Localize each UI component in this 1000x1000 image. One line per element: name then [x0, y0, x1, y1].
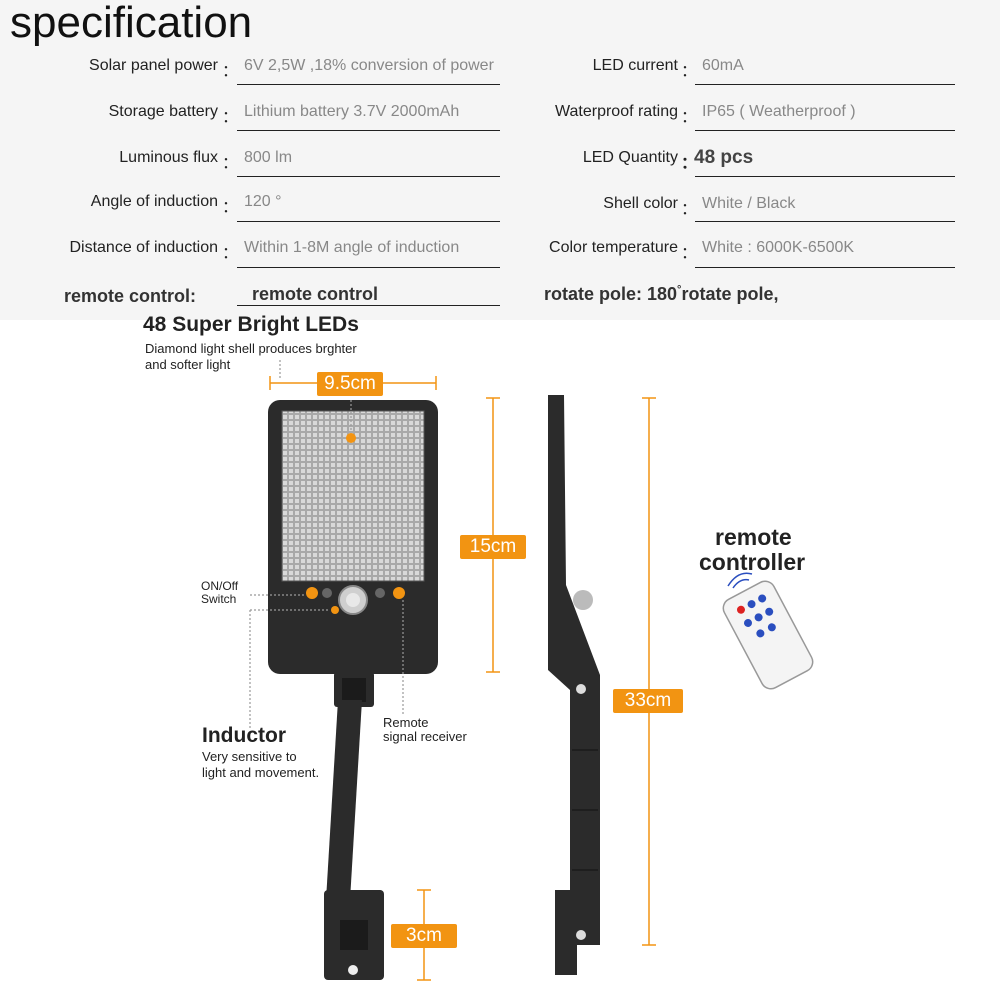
- lamp-front-view: [268, 400, 438, 980]
- leds-desc-line-1: Diamond light shell produces brghter: [145, 341, 357, 356]
- spec-label: Distance of induction: [69, 239, 218, 256]
- spec-underline: [695, 130, 955, 131]
- spec-colon: ：: [222, 199, 239, 216]
- bracket-dimension-label: 3cm: [391, 924, 457, 948]
- rotate-pole-spec: rotate pole: 180°rotate pole,: [544, 284, 778, 305]
- receiver-label-line-2: signal receiver: [383, 729, 467, 744]
- spec-value: White / Black: [702, 195, 796, 212]
- spec-colon: ：: [681, 63, 698, 80]
- inductor-marker: [331, 606, 339, 614]
- spec-label: Solar panel power: [89, 57, 218, 74]
- spec-label: Color temperature: [549, 239, 678, 256]
- page-title: specification: [10, 0, 253, 47]
- spec-value: Lithium battery 3.7V 2000mAh: [244, 103, 460, 120]
- remote-controller-image: [722, 580, 814, 690]
- spec-underline: [695, 221, 955, 222]
- pir-sensor-inner: [346, 593, 360, 607]
- inductor-desc-line-2: light and movement.: [202, 765, 320, 780]
- receiver-icon: [393, 587, 405, 599]
- spec-underline: [695, 267, 955, 268]
- spec-value: White : 6000K-6500K: [702, 239, 855, 256]
- spec-label: Waterproof rating: [554, 103, 678, 120]
- indicator-dot: [375, 588, 385, 598]
- spec-value: 6V 2,5W ,18% conversion of power: [244, 57, 494, 74]
- switch-label-line-2: Switch: [201, 592, 237, 606]
- side-bracket: [555, 890, 577, 975]
- rotate-pole-label: rotate pole: 180: [544, 284, 678, 304]
- spec-value: 800 lm: [244, 149, 293, 166]
- leds-title: 48 Super Bright LEDs: [143, 313, 359, 336]
- rotate-pole-value: rotate pole,: [681, 284, 779, 304]
- leds-desc-line-2: and softer light: [145, 357, 231, 372]
- spec-colon: ：: [222, 245, 239, 262]
- remote-control-value: remote control: [252, 284, 379, 304]
- spec-colon: ：: [222, 155, 239, 172]
- spec-label: LED current: [592, 57, 678, 74]
- spec-colon: ：: [681, 245, 698, 262]
- height-dimension-label: 15cm: [460, 535, 526, 559]
- spec-colon: ：: [681, 155, 698, 172]
- spec-value: 48 pcs: [694, 147, 754, 168]
- spec-underline: [237, 84, 500, 85]
- spec-colon: ：: [222, 109, 239, 126]
- spec-value: IP65 ( Weatherproof ): [702, 103, 856, 120]
- spec-underline: [237, 176, 500, 177]
- spec-label: Shell color: [603, 195, 678, 212]
- indicator-dot: [322, 588, 332, 598]
- side-sensor: [573, 590, 593, 610]
- spec-underline: [695, 176, 955, 177]
- width-dimension-label: 9.5cm: [317, 372, 383, 396]
- signal-waves-icon: [727, 572, 753, 589]
- led-marker: [346, 433, 356, 443]
- receiver-label-line-1: Remote: [383, 715, 429, 730]
- side-body: [548, 395, 600, 945]
- inductor-title: Inductor: [202, 724, 286, 747]
- spec-value: 60mA: [702, 57, 744, 74]
- spec-colon: ：: [222, 63, 239, 80]
- inductor-desc-line-1: Very sensitive to: [202, 749, 297, 764]
- spec-value: Within 1-8M angle of induction: [244, 239, 460, 256]
- spec-label: Storage battery: [108, 103, 218, 120]
- spec-underline: [237, 267, 500, 268]
- rotate-degree: °: [677, 284, 682, 296]
- spec-label: Luminous flux: [119, 149, 218, 166]
- spec-underline: [237, 130, 500, 131]
- lamp-pole: [326, 700, 362, 900]
- power-switch-icon: [306, 587, 318, 599]
- spec-value: 120 °: [244, 193, 282, 210]
- spec-underline: [237, 221, 500, 222]
- spec-colon: ：: [681, 109, 698, 126]
- total-length-dimension-label: 33cm: [613, 689, 683, 713]
- spec-label: LED Quantity: [582, 149, 678, 166]
- remote-control-label: remote control:: [64, 286, 197, 306]
- switch-label-line-1: ON/Off: [201, 579, 239, 593]
- remote-controller-title-line-1: remote: [715, 524, 792, 550]
- spec-underline: [237, 305, 500, 306]
- remote-controller-title-line-2: controller: [699, 549, 806, 575]
- spec-colon: ：: [681, 201, 698, 218]
- spec-label: Angle of induction: [90, 193, 218, 210]
- lamp-side-view: [548, 395, 600, 975]
- spec-underline: [695, 84, 955, 85]
- callout-lines: [249, 360, 404, 730]
